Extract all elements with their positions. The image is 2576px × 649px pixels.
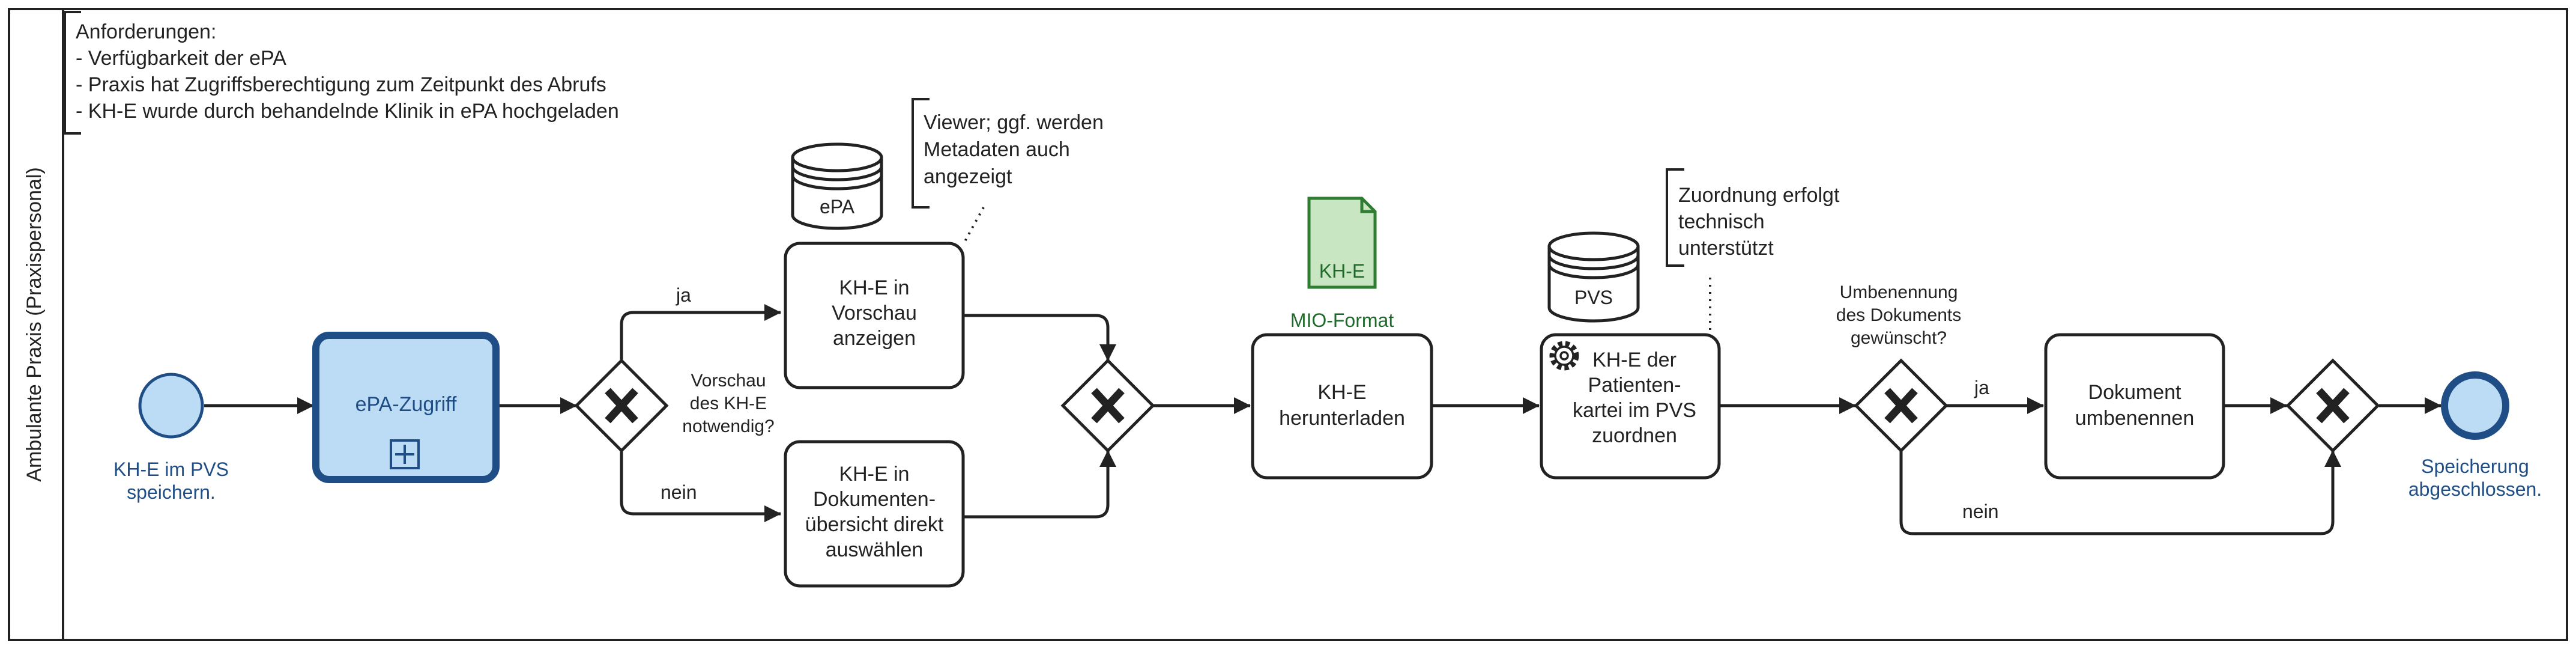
task-download-line-0: KH-E	[1317, 381, 1366, 404]
task-preview-line-2: anzeigen	[833, 327, 916, 350]
gateway-vorschau[interactable]	[574, 358, 669, 453]
gateway3-question-2: gewünscht?	[1851, 328, 1947, 348]
task-preview-line-1: Vorschau	[832, 302, 917, 324]
task-dokumentenuebersicht-auswaehlen[interactable]: KH-E in Dokumenten- übersicht direkt aus…	[784, 440, 965, 588]
flow-select-to-gateway2[interactable]	[964, 450, 1116, 519]
task-patientenkartei-zuordnen[interactable]: KH-E der Patienten- kartei im PVS zuordn…	[1540, 333, 1721, 480]
task-select-line-1: Dokumenten-	[813, 488, 936, 511]
task-assign-line-3: zuordnen	[1592, 424, 1677, 447]
pool: Ambulante Praxis (Praxispersonal)	[8, 8, 2568, 641]
gateway-merge-1[interactable]	[1060, 358, 1155, 453]
end-event-label-1: abgeschlossen.	[2408, 478, 2542, 500]
requirements-line-0: Anforderungen:	[76, 20, 216, 43]
gateway3-question-0: Umbenennung	[1840, 282, 1958, 302]
start-event-label-1: speichern.	[127, 481, 216, 503]
gateway-umbenennung[interactable]	[1854, 358, 1949, 453]
data-object-kh-e[interactable]: KH-E	[1307, 197, 1377, 289]
exclusive-gateway-x-icon	[2316, 388, 2350, 424]
sequence-flows	[204, 304, 2441, 535]
subprocess-epa-zugriff[interactable]: ePA-Zugriff	[312, 332, 500, 483]
annotation-viewer-line-1: Metadaten auch	[924, 138, 1070, 161]
annotation-assign: Zuordnung erfolgt technisch unterstützt	[1666, 168, 1840, 334]
gear-icon	[1549, 341, 1579, 371]
flow-preview-to-gateway2[interactable]	[964, 314, 1116, 361]
annotation-viewer-line-2: angezeigt	[924, 165, 1012, 188]
end-event-label-0: Speicherung	[2421, 456, 2529, 477]
task-assign-line-2: kartei im PVS	[1573, 399, 1696, 422]
exclusive-gateway-x-icon	[1091, 388, 1125, 424]
flow-gateway1-nein[interactable]	[620, 451, 781, 522]
annotation-assign-line-2: unterstützt	[1678, 237, 1774, 260]
gateway1-question-1: des KH-E	[690, 394, 767, 413]
datastore-pvs[interactable]: PVS	[1547, 231, 1640, 323]
annotation-assign-line-0: Zuordnung erfolgt	[1678, 184, 1840, 207]
lane-label: Ambulante Praxis (Praxispersonal)	[23, 167, 46, 481]
requirements-annotation: Anforderungen: - Verfügbarkeit der ePA -…	[64, 11, 619, 135]
task-vorschau-anzeigen[interactable]: KH-E in Vorschau anzeigen	[784, 242, 965, 389]
task-herunterladen[interactable]: KH-E herunterladen	[1251, 333, 1433, 480]
gateway1-yes-label: ja	[676, 284, 691, 306]
datastore-pvs-label: PVS	[1574, 287, 1613, 308]
task-select-line-2: übersicht direkt	[805, 513, 944, 536]
gateway1-no-label: nein	[661, 481, 697, 503]
annotation-viewer: Viewer; ggf. werden Metadaten auch angez…	[912, 98, 1104, 244]
annotation-viewer-line-0: Viewer; ggf. werden	[924, 111, 1104, 134]
flow-gateway3-nein[interactable]	[1899, 450, 2341, 535]
subprocess-label: ePA-Zugriff	[355, 393, 457, 416]
task-assign-line-0: KH-E der	[1592, 349, 1677, 371]
requirements-line-2: - Praxis hat Zugriffsberechtigung zum Ze…	[76, 73, 606, 96]
collapsed-subprocess-plus-icon[interactable]	[390, 439, 420, 469]
task-select-line-3: auswählen	[826, 538, 924, 561]
gateway3-question-1: des Dokuments	[1836, 305, 1961, 325]
datastore-epa-label: ePA	[820, 196, 855, 218]
task-rename-line-1: umbenennen	[2075, 407, 2195, 430]
requirements-line-1: - Verfügbarkeit der ePA	[76, 47, 286, 70]
start-event[interactable]	[138, 373, 204, 439]
task-rename-line-0: Dokument	[2088, 381, 2182, 404]
datastore-epa[interactable]: ePA	[791, 142, 883, 230]
gateway-merge-2[interactable]	[2285, 358, 2380, 453]
document-icon	[1307, 197, 1377, 289]
data-object-label: KH-E	[1319, 260, 1365, 282]
start-event-label-0: KH-E im PVS	[113, 459, 229, 480]
gateway1-question-0: Vorschau	[691, 371, 766, 391]
end-event[interactable]	[2441, 371, 2509, 440]
exclusive-gateway-x-icon	[1884, 388, 1918, 424]
exclusive-gateway-x-icon	[605, 388, 638, 424]
flow-gateway1-ja[interactable]	[620, 304, 781, 361]
task-download-line-1: herunterladen	[1279, 407, 1405, 430]
annotation-assign-line-1: technisch	[1678, 210, 1765, 233]
task-preview-line-0: KH-E in	[839, 276, 909, 299]
task-assign-line-1: Patienten-	[1588, 374, 1681, 397]
requirements-line-3: - KH-E wurde durch behandelnde Klinik in…	[76, 100, 619, 123]
data-object-caption: MIO-Format	[1290, 309, 1394, 331]
gateway3-yes-label: ja	[1974, 377, 1989, 398]
gateway3-no-label: nein	[1962, 501, 1999, 522]
task-dokument-umbenennen[interactable]: Dokument umbenennen	[2044, 333, 2225, 480]
task-select-line-0: KH-E in	[839, 463, 909, 486]
gateway1-question-2: notwendig?	[682, 416, 774, 436]
